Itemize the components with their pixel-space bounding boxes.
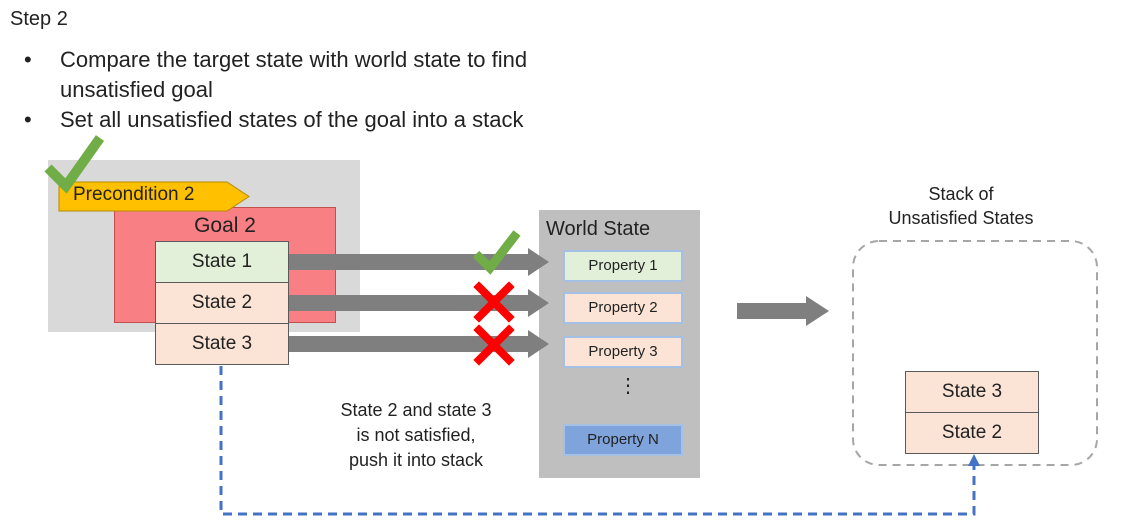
stack-title-line: Unsatisfied States — [888, 208, 1034, 228]
bullet-dot: • — [24, 47, 32, 72]
stack-item-state-2: State 2 — [905, 412, 1039, 454]
stack-title: Stack of Unsatisfied States — [860, 182, 1062, 230]
property-2: Property 2 — [563, 292, 683, 324]
property-3: Property 3 — [563, 336, 683, 368]
property-1: Property 1 — [563, 250, 683, 282]
goal-label: Goal 2 — [194, 214, 256, 237]
world-state-title: World State — [546, 218, 651, 240]
precondition-shape — [58, 181, 250, 212]
note-line: is not satisfied, — [356, 425, 476, 445]
bullet-text: Set all unsatisfied states of the goal i… — [60, 107, 524, 132]
arrow-world-to-stack — [737, 296, 829, 326]
bullet-item-compare: • Compare the target state with world st… — [24, 45, 527, 105]
cross-icon — [473, 281, 515, 323]
cross-icon — [473, 324, 515, 366]
bullet-dot: • — [24, 107, 32, 132]
note-line: State 2 and state 3 — [340, 400, 492, 420]
note-line: push it into stack — [348, 450, 484, 470]
precondition-label: Precondition 2 — [73, 184, 195, 205]
stack-item-state-3: State 3 — [905, 371, 1039, 413]
goal-state-2: State 2 — [155, 282, 289, 324]
goal-state-3: State 3 — [155, 323, 289, 365]
arrow-state1-property1 — [289, 248, 549, 276]
bullet-text: Compare the target state with world stat… — [60, 47, 528, 72]
check-icon — [44, 135, 105, 194]
bullet-item-set: • Set all unsatisfied states of the goal… — [24, 105, 527, 135]
step-title: Step 2 — [10, 8, 68, 30]
stack-title-line: Stack of — [928, 184, 994, 204]
goal-state-1: State 1 — [155, 241, 289, 283]
unsatisfied-note: State 2 and state 3 is not satisfied, pu… — [296, 398, 536, 473]
precondition-tag: Precondition 2 — [58, 181, 250, 212]
bullet-list: • Compare the target state with world st… — [24, 45, 527, 135]
bullet-text: unsatisfied goal — [60, 77, 213, 102]
check-icon — [472, 230, 521, 275]
dashed-push-arrow — [219, 366, 980, 516]
property-n: Property N — [563, 424, 683, 456]
stack-frame — [852, 240, 1098, 466]
